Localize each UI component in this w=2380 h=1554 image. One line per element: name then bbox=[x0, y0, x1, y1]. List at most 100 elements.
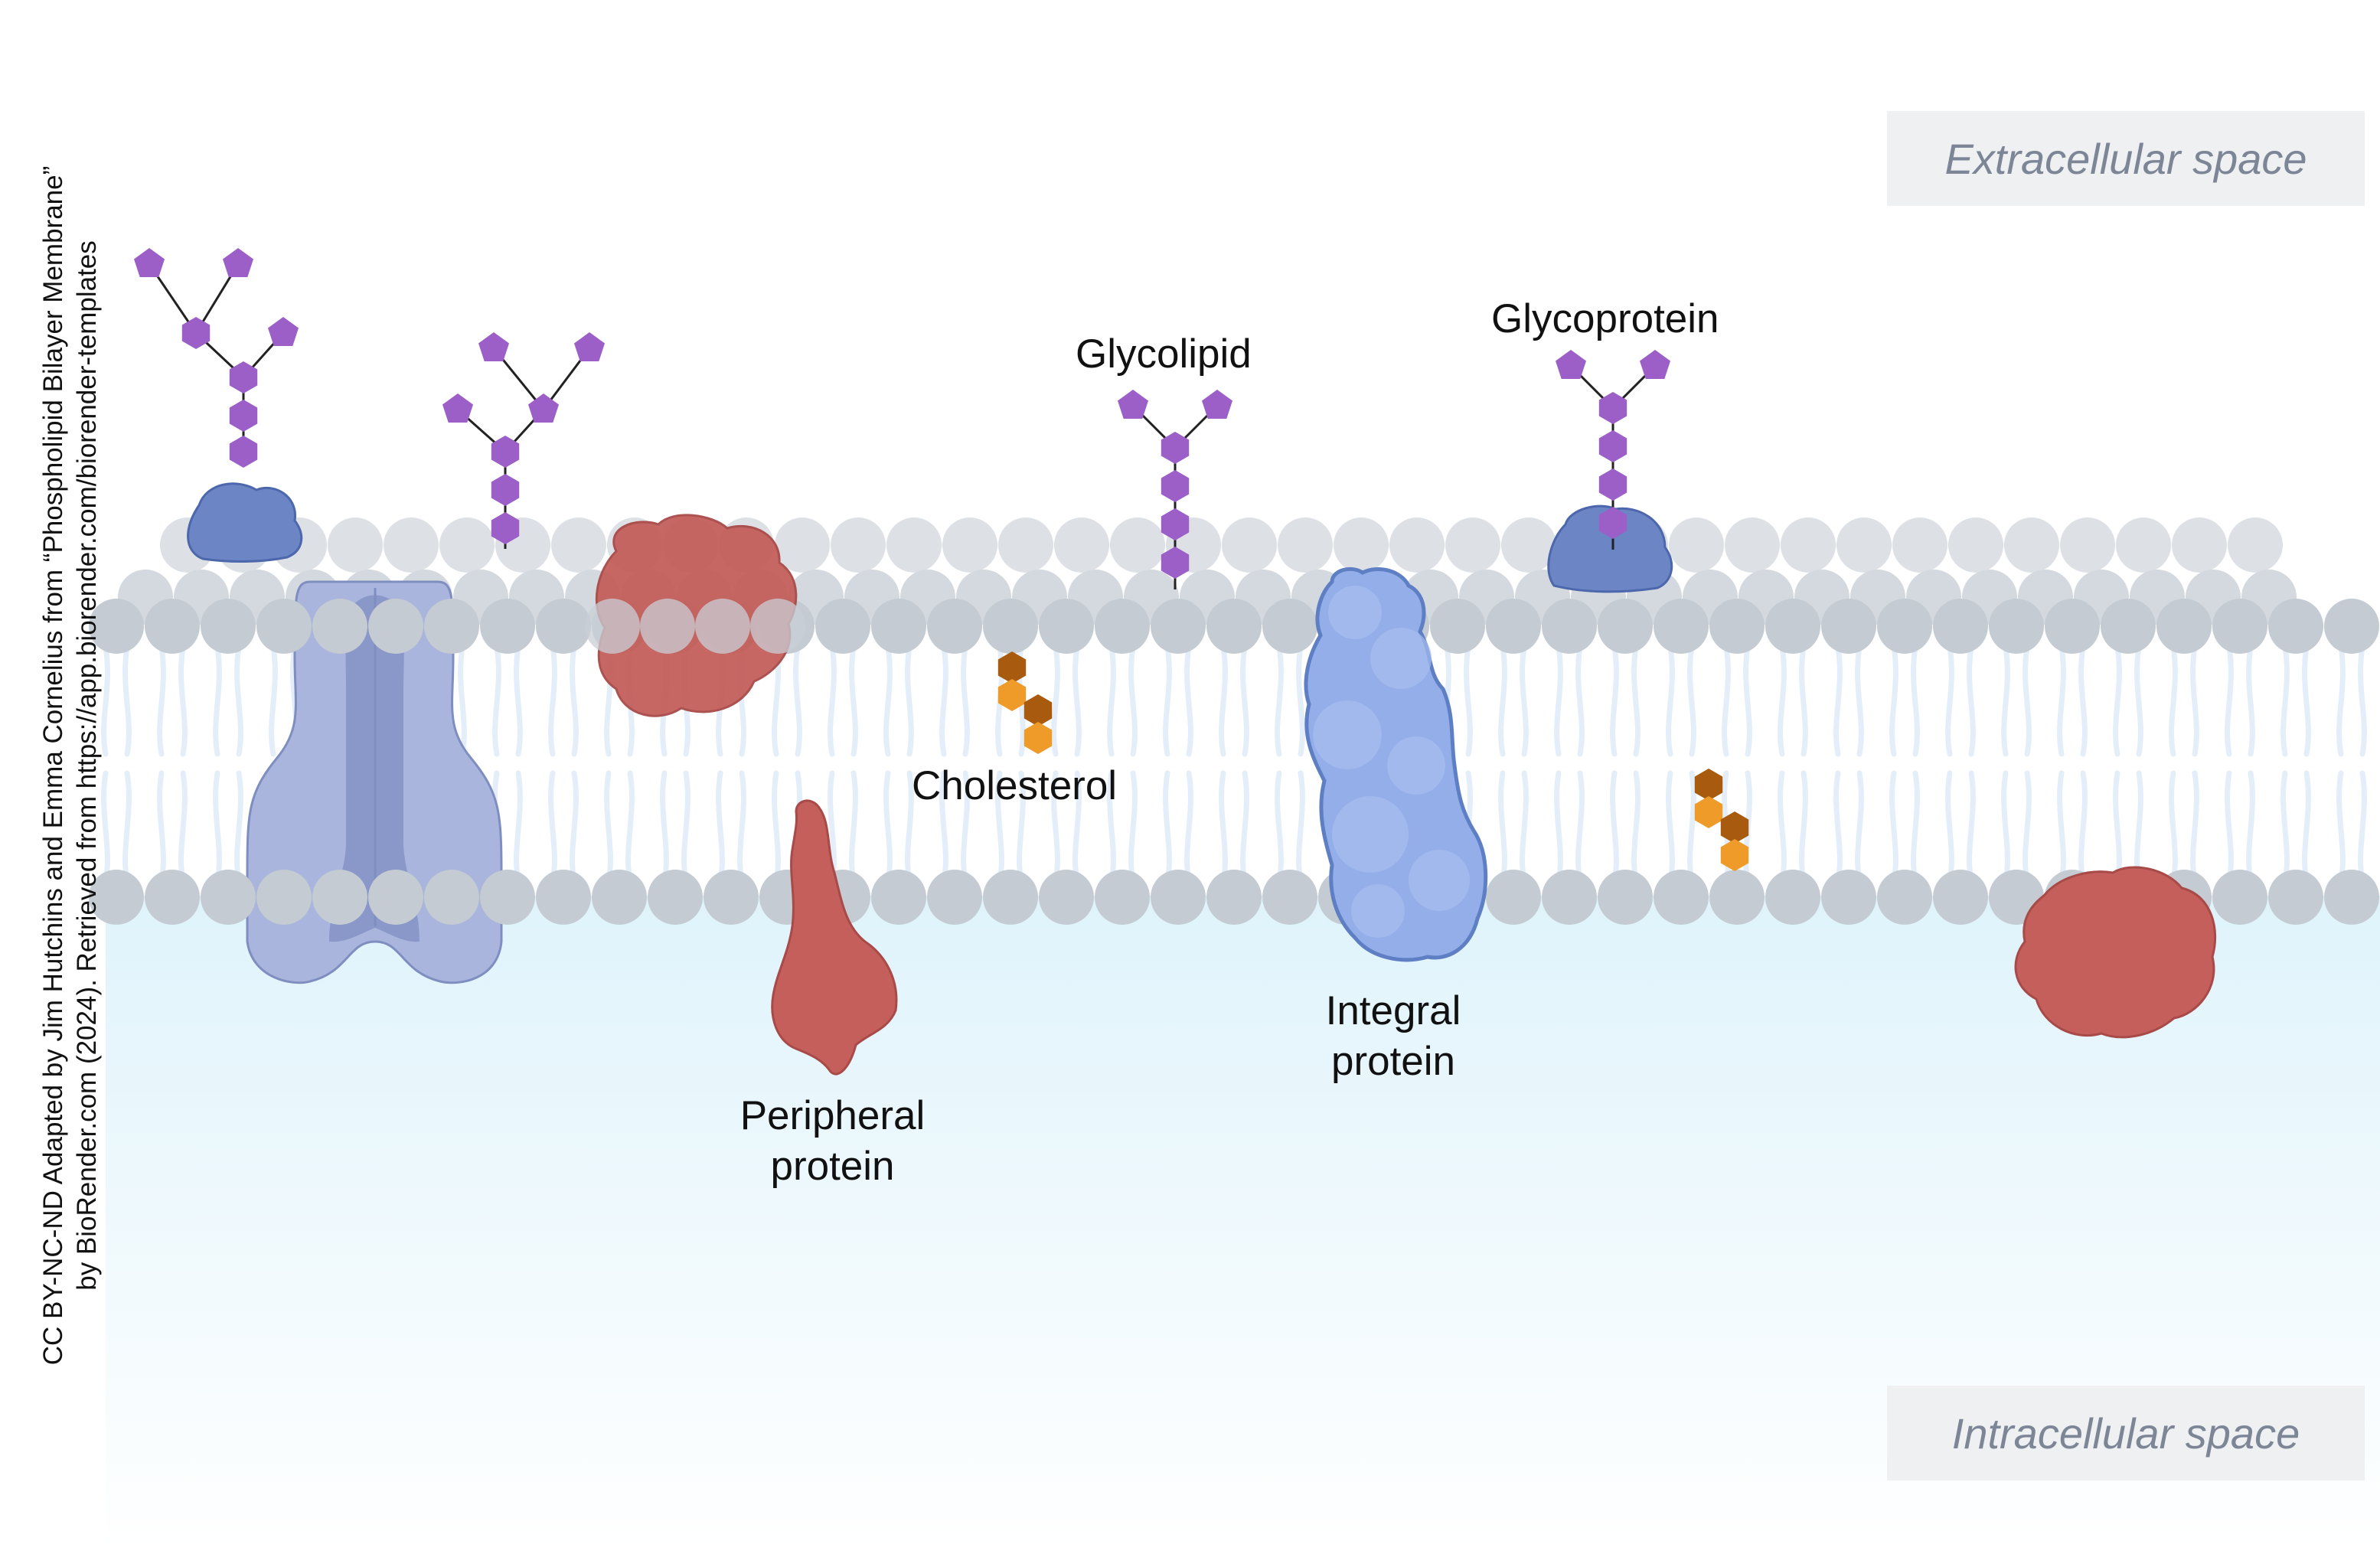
lipid-tail bbox=[1520, 644, 1529, 757]
outer-head bbox=[2212, 599, 2267, 654]
outer-head bbox=[1654, 599, 1709, 654]
credit-line-1: CC BY-NC-ND Adapted by Jim Hutchins and … bbox=[38, 165, 68, 1366]
back-head bbox=[1334, 517, 1389, 573]
lipid-tail bbox=[1520, 770, 1529, 883]
peripheral-label-line1: Peripheral bbox=[739, 1093, 926, 1138]
inner-head bbox=[1542, 870, 1597, 925]
sugar-pentagon bbox=[442, 393, 473, 423]
credit-line-2: by BioRender.com (2024). Retrieved from … bbox=[72, 240, 102, 1291]
glycoprotein-label: Glycoprotein bbox=[1491, 296, 1719, 341]
lipid-tail bbox=[1219, 770, 1228, 883]
glycoprotein-chain-left bbox=[134, 248, 299, 468]
inner-head bbox=[1151, 870, 1206, 925]
cholesterol-ring bbox=[1720, 839, 1749, 871]
lipid-tail bbox=[2302, 770, 2311, 883]
outer-head bbox=[1430, 599, 1485, 654]
sugar-pentagon bbox=[528, 393, 559, 423]
glycoprotein-chain bbox=[1556, 350, 1670, 550]
lipid-tail bbox=[1072, 770, 1082, 883]
inner-head bbox=[1486, 870, 1541, 925]
outer-head bbox=[2268, 599, 2323, 654]
outer-head bbox=[1598, 599, 1653, 654]
lipid-tail bbox=[1128, 770, 1138, 883]
lipid-tail bbox=[234, 770, 243, 883]
inner-head bbox=[1821, 870, 1876, 925]
lipid-tail bbox=[2190, 770, 2199, 883]
outer-head bbox=[145, 599, 200, 654]
lipid-tail bbox=[1184, 644, 1193, 757]
cholesterol-molecules bbox=[997, 651, 1749, 871]
lipid-tail bbox=[1945, 770, 1954, 883]
lipid-tail bbox=[2023, 644, 2032, 757]
outer-head bbox=[256, 599, 312, 654]
outer-head bbox=[536, 599, 591, 654]
lipid-tail bbox=[1778, 770, 1787, 883]
cholesterol-molecule bbox=[997, 651, 1053, 754]
sugar-hexagon bbox=[229, 436, 258, 468]
lipid-tail bbox=[234, 644, 243, 757]
outer-head bbox=[983, 599, 1038, 654]
lipid-tail bbox=[2358, 770, 2367, 883]
peripheral-protein bbox=[771, 799, 898, 1076]
outer-head bbox=[1486, 599, 1541, 654]
inner-head bbox=[592, 870, 647, 925]
lipid-tail bbox=[492, 644, 501, 757]
lipid-tail bbox=[625, 770, 635, 883]
lipid-tail bbox=[2134, 644, 2143, 757]
cholesterol-label: Cholesterol bbox=[912, 763, 1118, 808]
lipid-tail bbox=[1554, 644, 1563, 757]
sugar-pentagon bbox=[134, 248, 165, 277]
cholesterol-ring bbox=[997, 651, 1027, 684]
lipid-tail bbox=[1610, 770, 1619, 883]
inner-head bbox=[256, 870, 312, 925]
lipid-tail bbox=[101, 644, 110, 757]
lipid-tail bbox=[1128, 644, 1138, 757]
back-head bbox=[551, 517, 606, 573]
lipid-tail bbox=[570, 644, 579, 757]
lipid-tail bbox=[1967, 644, 1976, 757]
back-head bbox=[1836, 517, 1892, 573]
lipid-tail bbox=[1575, 770, 1585, 883]
outer-head bbox=[312, 599, 367, 654]
red-membrane-protein bbox=[595, 514, 798, 717]
lipid-tail bbox=[1799, 770, 1808, 883]
lipid-tail bbox=[1240, 644, 1249, 757]
intracellular-space-label: Intracellular space bbox=[1887, 1386, 2365, 1481]
outer-head bbox=[2045, 599, 2100, 654]
back-head bbox=[1781, 517, 1836, 573]
lipid-tail bbox=[961, 770, 970, 883]
overlapping-head bbox=[695, 599, 750, 654]
back-head bbox=[2172, 517, 2227, 573]
outer-head bbox=[2101, 599, 2156, 654]
lipid-tail bbox=[2001, 770, 2010, 883]
lipid-tail bbox=[793, 644, 802, 757]
back-head bbox=[1892, 517, 1947, 573]
overlapping-head bbox=[585, 599, 640, 654]
cholesterol-ring bbox=[1694, 769, 1723, 801]
back-head bbox=[1669, 517, 1724, 573]
lipid-tail bbox=[2302, 644, 2311, 757]
lipid-tail bbox=[514, 644, 523, 757]
lipid-tail bbox=[1051, 770, 1060, 883]
lipid-tail bbox=[570, 770, 579, 883]
lipid-tail bbox=[101, 770, 110, 883]
credit-text: CC BY-NC-ND Adapted by Jim Hutchins and … bbox=[37, 15, 104, 1516]
outer-head bbox=[927, 599, 982, 654]
sugar-pentagon bbox=[478, 332, 509, 361]
lipid-tail bbox=[961, 644, 970, 757]
lipid-tail bbox=[1666, 770, 1675, 883]
lipid-tail bbox=[1296, 644, 1305, 757]
intracellular-red-protein bbox=[2014, 866, 2217, 1039]
lipid-tail bbox=[2113, 644, 2122, 757]
lipid-tail bbox=[939, 644, 948, 757]
lipid-tail bbox=[157, 770, 166, 883]
lipid-tail bbox=[2169, 644, 2178, 757]
lipid-tail bbox=[1240, 770, 1249, 883]
back-head bbox=[384, 517, 439, 573]
outer-head bbox=[1821, 599, 1876, 654]
overlapping-head bbox=[750, 599, 805, 654]
inner-head bbox=[1598, 870, 1653, 925]
lipid-tail bbox=[1889, 644, 1898, 757]
back-head bbox=[2060, 517, 2115, 573]
integral-texture bbox=[1351, 884, 1405, 938]
